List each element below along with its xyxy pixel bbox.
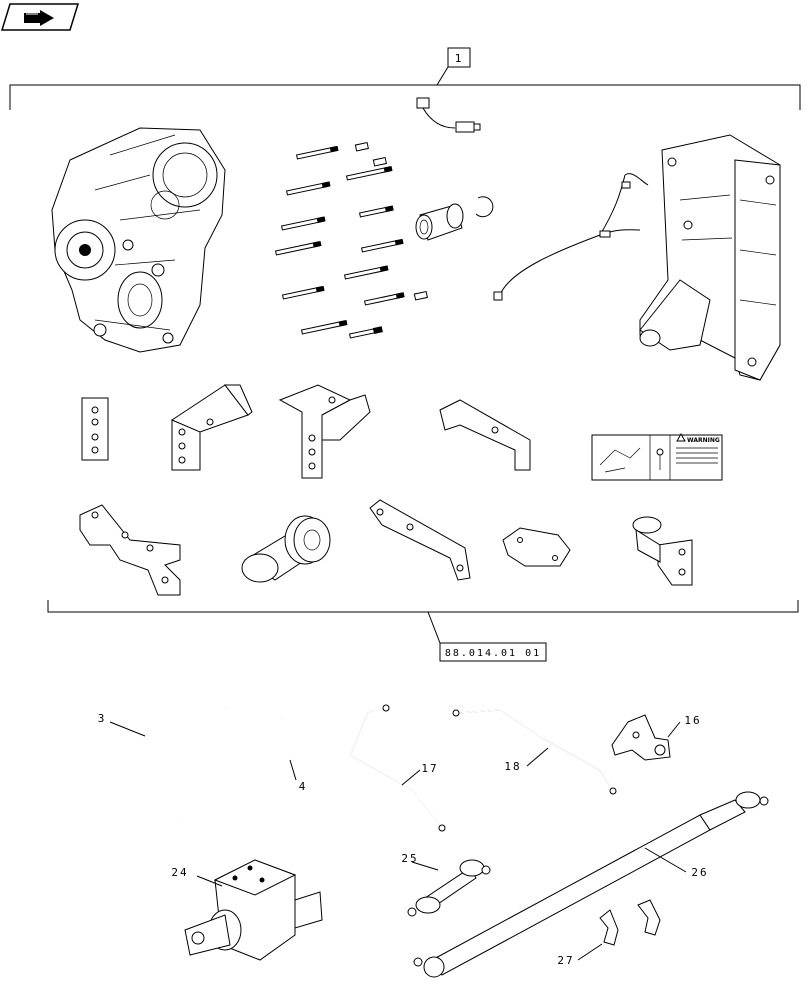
callout-25[interactable]: 25	[401, 852, 418, 865]
callout-27[interactable]: 27	[557, 954, 574, 967]
gear-housing-24	[184, 859, 323, 961]
bracket-b	[278, 384, 371, 479]
warning-decal: WARNING	[591, 432, 723, 481]
bracket-c	[439, 399, 531, 471]
wire-harness	[493, 173, 649, 301]
bracket-d	[79, 504, 181, 596]
clamp-pair-27	[577, 899, 661, 961]
callout-18[interactable]: 18	[504, 760, 521, 773]
callout-4[interactable]: 4	[299, 780, 308, 793]
drive-shaft-26	[413, 791, 769, 978]
snap-ring	[475, 196, 494, 218]
bushing	[415, 203, 464, 241]
group-callout-1[interactable]: 1	[455, 52, 464, 65]
reference-bracket: 88.014.01 01	[47, 600, 799, 662]
callout-3[interactable]: 3	[98, 712, 107, 725]
bolt-set	[274, 141, 428, 339]
bracket-a	[170, 384, 253, 471]
gasket	[81, 397, 109, 461]
adapter-hub	[241, 515, 331, 583]
page-flip-icon[interactable]	[0, 3, 80, 31]
reference-link[interactable]: 88.014.01 01	[445, 648, 541, 659]
callout-24[interactable]: 24	[171, 866, 188, 879]
bracket-16	[611, 714, 681, 761]
speed-sensor	[416, 97, 481, 133]
fitting-bracket	[632, 516, 693, 586]
group-bracket: 1	[9, 47, 801, 110]
bracket-e	[369, 499, 471, 581]
hose-3	[109, 694, 228, 816]
cover-plate	[502, 527, 571, 567]
callout-26[interactable]: 26	[691, 866, 708, 879]
transfer-gearbox	[51, 127, 226, 353]
decal-warning-text: WARNING	[687, 437, 720, 444]
callout-17[interactable]: 17	[421, 762, 438, 775]
hose-4	[176, 717, 297, 823]
line-17	[349, 704, 446, 832]
right-gearbox-housing	[639, 134, 781, 381]
line-18	[452, 709, 617, 795]
drive-shaft-25	[407, 859, 491, 917]
callout-16[interactable]: 16	[684, 714, 701, 727]
